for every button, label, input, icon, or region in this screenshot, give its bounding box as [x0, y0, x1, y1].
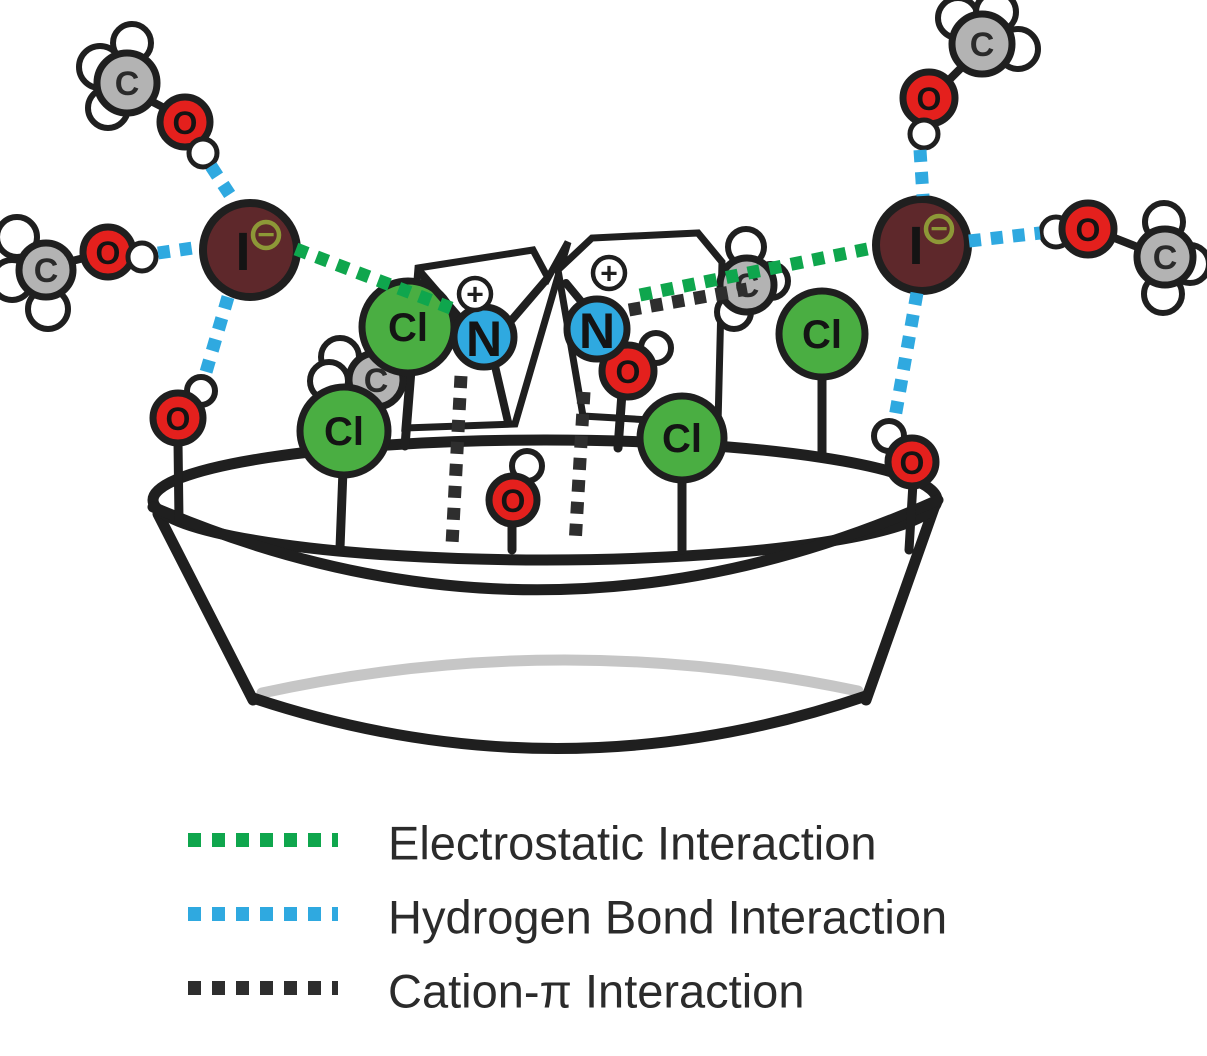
minus-charge-label: − [930, 213, 948, 246]
hydroxyl-under-right-n: O [598, 330, 674, 401]
plus-charge-label: + [600, 258, 618, 291]
left-rim-hydroxyl: O [149, 374, 218, 447]
right-oh-stick [904, 478, 918, 555]
hydrogen-bond-line [887, 291, 924, 425]
legend-item-hydrogen-bond: Hydrogen Bond Interaction [188, 891, 947, 944]
bowl-inner-shadow-arc [256, 654, 864, 699]
methanol-right: C O [1038, 199, 1207, 316]
chlorine-label: Cl [324, 410, 364, 454]
hydrogen-bond-line [197, 295, 235, 381]
carbon-atom [93, 49, 161, 117]
hydrogen-bond-line [968, 226, 1041, 248]
electrostatic-line [638, 240, 879, 302]
oxygen-label: O [166, 401, 191, 437]
iodide-anion-right: I − [872, 195, 972, 295]
chlorine-label: Cl [802, 313, 842, 357]
minus-charge-label: − [257, 219, 275, 252]
plus-charge-icon [456, 275, 494, 313]
plus-charges: + + [456, 254, 628, 313]
under-n-oh-stick [613, 388, 627, 453]
hydrogen-bond-line [157, 240, 201, 260]
ring-corner-to-n-bond [416, 268, 462, 320]
left-n-lower-bond [491, 362, 512, 426]
oxygen-label: O [917, 81, 942, 117]
oxygen-label: O [501, 483, 526, 519]
electrostatic-line [293, 242, 459, 317]
upper-left-cl-stick [400, 365, 416, 451]
iodide-label: I [908, 216, 923, 276]
cation-pi-line [445, 375, 468, 546]
oxygen-atom [884, 434, 940, 490]
oxygen-atom [1058, 199, 1118, 259]
interaction-lines [157, 149, 1041, 546]
hydrogen-atom [125, 240, 159, 274]
right-rim-hydroxyl: O [871, 418, 940, 490]
methanol-mid-left: C O [0, 214, 159, 332]
hydrogen-atom [186, 136, 220, 170]
carbon-label: C [115, 65, 140, 103]
legend: Electrostatic Interaction Hydrogen Bond … [188, 817, 947, 1018]
nitrogen-label: N [466, 311, 502, 367]
legend-label-hydrogen-bond: Hydrogen Bond Interaction [388, 891, 947, 944]
plus-charge-label: + [466, 279, 484, 312]
hydrogen-bond-line [205, 162, 238, 202]
legend-label-cation-pi: Cation-π Interaction [388, 965, 804, 1018]
left-n-upper-bond [506, 276, 550, 326]
chlorine-atom [775, 287, 869, 381]
bowl-left-wall [152, 508, 259, 706]
iodide-label: I [235, 222, 250, 282]
chlorine-label: Cl [662, 417, 702, 461]
chlorine-atom [296, 383, 392, 479]
bowl-right-wall [860, 502, 940, 706]
cavity-water: O [485, 448, 545, 528]
oxygen-atom [156, 93, 214, 151]
carbon-atom [15, 239, 77, 301]
pyridinium-nitrogens: N N [450, 295, 631, 371]
carbon-label: C [34, 252, 59, 290]
minus-charge-icon [250, 219, 282, 251]
methanol-top-right: C O [899, 0, 1041, 151]
lower-left-cl-stick [335, 465, 348, 553]
legend-item-cation-pi: Cation-π Interaction [188, 965, 804, 1018]
bowl-bottom-edge [247, 690, 872, 754]
oxygen-label: O [96, 235, 121, 271]
left-oh-stick [173, 437, 184, 525]
iodide-atom [872, 195, 972, 295]
hydrogen-bond-line [913, 149, 930, 197]
carbon-label: C [1153, 239, 1178, 277]
legend-item-electrostatic: Electrostatic Interaction [188, 817, 877, 870]
carbon-label: C [970, 26, 995, 64]
iodide-anion-left: I − [199, 199, 301, 301]
chlorine-label: Cl [388, 306, 428, 350]
nitrogen-atom [563, 295, 631, 363]
oxygen-label: O [1076, 212, 1101, 248]
oxygen-atom [598, 341, 658, 401]
methanol-top-left: C O [76, 21, 220, 170]
plus-charge-icon [590, 254, 628, 292]
oxygen-atom [149, 389, 207, 447]
carbon-atom [948, 10, 1016, 78]
bowl-rim [147, 434, 944, 596]
carbon-atom [1133, 225, 1197, 289]
hydrogen-atom [907, 117, 941, 151]
oxygen-label: O [616, 354, 641, 390]
chlorine-atom [636, 392, 728, 484]
cation-pi-line [568, 391, 591, 546]
oxygen-atom [485, 472, 541, 528]
chlorine-substituents: Cl Cl Cl Cl [296, 268, 869, 484]
nitrogen-label: N [579, 303, 615, 359]
cation-pi-line [627, 282, 749, 317]
oxygen-label: O [173, 105, 198, 141]
oxygen-label: O [900, 445, 925, 481]
rim-front-edge [147, 494, 944, 596]
minus-charge-icon [923, 213, 955, 245]
calixarene-bowl [152, 502, 940, 754]
legend-label-electrostatic: Electrostatic Interaction [388, 817, 877, 870]
